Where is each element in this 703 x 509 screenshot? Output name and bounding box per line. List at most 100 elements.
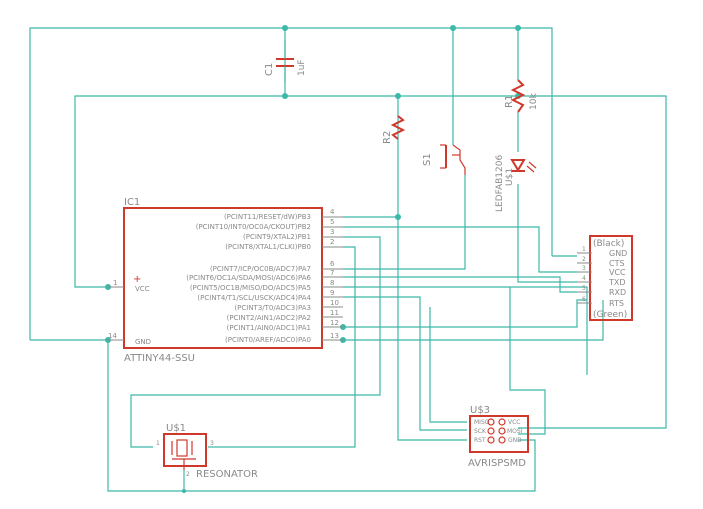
resistor-r1[interactable]: R1 10k [504, 79, 539, 113]
junction [450, 25, 456, 31]
avr-body [469, 415, 529, 453]
s1-ref: S1 [422, 153, 433, 166]
wire-s1-out [343, 175, 466, 270]
pin-num: 8 [330, 279, 334, 287]
r1-ref: R1 [504, 95, 515, 108]
pin-name: (PCINT9/XTAL2)PB1 [243, 233, 311, 241]
crystal-element [176, 439, 188, 457]
wire-pa4 [343, 296, 467, 431]
junction [395, 93, 401, 99]
ic1-left-pin-num: 14 [108, 332, 117, 340]
ic1-right-pin: 10 (PCINT3/T0/ADC3)PA3 [234, 299, 343, 312]
junction [282, 25, 288, 31]
led-arrow [528, 161, 537, 169]
wire-vcc-top [29, 27, 553, 340]
led-u1[interactable]: U$1 LEDFAB1206 [495, 155, 537, 212]
pin-name: (PCINT5/OC1B/MISO/DO/ADC5)PA5 [190, 284, 311, 292]
avr-pin-pad [487, 427, 495, 435]
ic1-right-pin: 12 (PCINT1/AIN0/ADC1)PA1 [227, 319, 343, 332]
resonator[interactable]: U$1 RESONATOR 1 2 3 [156, 423, 258, 480]
resistor-r2[interactable]: R2 [382, 115, 406, 144]
resistor-zigzag [510, 79, 526, 113]
wire-avr-miso [429, 307, 467, 423]
pin-num: 11 [330, 309, 339, 317]
wire-res-right [130, 236, 381, 448]
resonator-pin-num: 2 [186, 471, 190, 478]
c1-ref: C1 [264, 63, 275, 76]
pin-name: (PCINT10/INT0/OC0A/CKOUT)PB2 [196, 223, 311, 231]
ic1-plus-mark: + [133, 274, 141, 285]
wire-led-down [517, 184, 577, 283]
ftdi-body [589, 235, 633, 321]
ic1-right-pin: 8 (PCINT5/OC1B/MISO/DO/ADC5)PA5 [190, 279, 343, 292]
avr-pin-label: SCK [474, 428, 487, 435]
ftdi-pin-name: VCC [609, 268, 626, 277]
wire-pa0 [343, 300, 604, 341]
avr-pin-label: MOSI [507, 428, 523, 435]
avr-pin-pad [487, 418, 495, 426]
pin-name: (PCINT8/XTAL1/CLKI)PB0 [225, 243, 311, 251]
ic1-left-pin-name: VCC [135, 285, 150, 293]
junction [282, 93, 288, 99]
ic1-body [123, 207, 323, 349]
ic1-left-pin-name: GND [135, 338, 151, 346]
ftdi-pin-name: RTS [609, 299, 624, 308]
r2-ref: R2 [382, 131, 393, 144]
pin-name: (PCINT1/AIN0/ADC1)PA1 [227, 324, 311, 332]
wire-pa6 [343, 276, 577, 293]
ftdi-pin-name: RXD [609, 288, 626, 297]
ic1-left-pin-num: 1 [113, 279, 117, 287]
avr-pin-label: RST [474, 437, 486, 444]
led-value: LEDFAB1206 [495, 155, 505, 212]
led-ref: U$1 [505, 168, 515, 186]
ic1-right-pin: 6 (PCINT7/ICP/OC0B/ADC7)PA7 [210, 260, 343, 273]
wire-pa1 [343, 299, 587, 328]
avr-pin-pad [498, 418, 506, 426]
ic1-attiny44[interactable]: IC1 ATTINY44-SSU + 1 VCC 14 GND 4 (PCINT… [108, 197, 343, 364]
ftdi-header[interactable]: (Black) (Green) 1 GND 2 CTS 3 VCC 4 TXD … [577, 235, 633, 321]
ftdi-pin-name: TXD [608, 278, 626, 287]
junction [515, 25, 521, 31]
switch-lever [452, 144, 466, 175]
switch-s1[interactable]: S1 [422, 144, 466, 175]
avr-pin-pad [498, 436, 506, 444]
pin-num: 10 [330, 299, 339, 307]
wire-gnd-rail [74, 95, 667, 429]
wire-avr-gnd [107, 340, 536, 492]
wire-pb2-ftdi [343, 226, 577, 273]
ftdi-pin-num: 1 [582, 246, 586, 253]
pin-num: 3 [330, 228, 334, 236]
avr-value: AVRISPSMD [468, 458, 526, 469]
ic1-value: ATTINY44-SSU [124, 353, 195, 364]
c1-value: 1uF [297, 59, 307, 76]
ftdi-pin-num: 3 [582, 265, 586, 272]
junction [395, 214, 401, 220]
wire-avr-mosi [509, 287, 546, 435]
pin-num: 2 [330, 238, 334, 246]
wires [29, 27, 667, 492]
avr-pin-label: MISO [474, 419, 490, 426]
led-arrow [526, 165, 535, 173]
pin-name: (PCINT6/OC1A/SDA/MOSI/ADC6)PA6 [186, 274, 311, 282]
ftdi-pin-num: 2 [582, 256, 586, 263]
ic1-right-pin: 5 (PCINT10/INT0/OC0A/CKOUT)PB2 [196, 218, 343, 231]
ic1-right-pin: 11 (PCINT2/AIN1/ADC2)PA2 [227, 309, 343, 322]
pin-name: (PCINT11/RESET/dW)PB3 [224, 213, 311, 221]
junction [182, 489, 186, 493]
ic1-right-pin: 7 (PCINT6/OC1A/SDA/MOSI/ADC6)PA6 [186, 269, 343, 282]
avr-isp-header[interactable]: U$3 AVRISPSMD MISO SCK RST VCC MOSI GND [468, 405, 529, 469]
pin-name: (PCINT3/T0/ADC3)PA3 [234, 304, 311, 312]
avr-pin-label: VCC [508, 419, 520, 426]
ftdi-bottom-label: (Green) [593, 310, 627, 320]
capacitor-c1[interactable]: C1 1uF [264, 40, 307, 82]
avr-ref: U$3 [470, 405, 490, 416]
ftdi-pin-name: GND [609, 249, 627, 258]
led-triangle [510, 159, 526, 172]
ftdi-pin-num: 5 [582, 285, 586, 292]
ic1-right-pin: 13 (PCINT0/AREF/ADC0)PA0 [225, 332, 343, 344]
ic1-right-pin: 9 (PCINT4/T1/SCL/USCK/ADC4)PA4 [197, 289, 343, 302]
ftdi-top-label: (Black) [593, 239, 624, 249]
pin-num: 5 [330, 218, 334, 226]
ic1-right-pin: 3 (PCINT9/XTAL2)PB1 [243, 228, 343, 241]
r1-value: 10k [529, 93, 539, 110]
